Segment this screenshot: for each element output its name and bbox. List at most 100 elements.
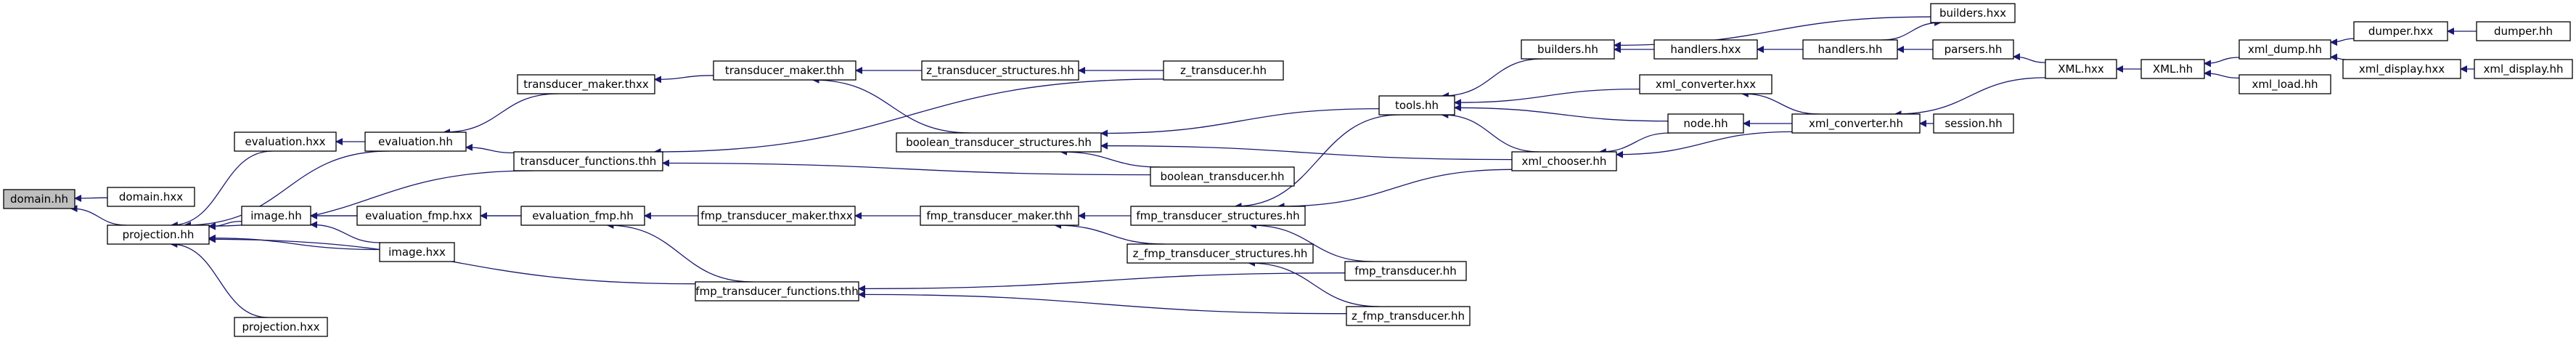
edge-image-hh-to-projection-hh	[208, 220, 242, 230]
edge-xml-load-hh-to-XML-hh	[2204, 69, 2240, 79]
node-fmp-transducer-functions-thh[interactable]: fmp_transducer_functions.thh	[695, 281, 859, 301]
node-label: xml_load.hh	[2252, 78, 2318, 92]
node-box	[3, 189, 75, 209]
edge-transducer-maker-thxx-to-evaluation-hh	[443, 93, 558, 136]
node-xml-chooser-hh[interactable]: xml_chooser.hh	[1511, 151, 1617, 171]
node-projection-hxx[interactable]: projection.hxx	[234, 317, 328, 337]
node-fmp-transducer-structures-hh[interactable]: fmp_transducer_structures.hh	[1130, 206, 1306, 226]
node-label: xml_chooser.hh	[1522, 155, 1607, 169]
node-z-transducer-structures-hh[interactable]: z_transducer_structures.hh	[921, 60, 1079, 81]
node-node-hh[interactable]: node.hh	[1667, 113, 1744, 134]
node-evaluation-hxx[interactable]: evaluation.hxx	[234, 131, 337, 152]
edge-xml-chooser-hh-to-tools-hh	[1441, 111, 1540, 153]
node-box	[1802, 39, 1898, 60]
node-fmp-transducer-maker-thh[interactable]: fmp_transducer_maker.thh	[920, 206, 1079, 226]
node-dumper-hh[interactable]: dumper.hh	[2476, 21, 2571, 41]
node-dumper-hxx[interactable]: dumper.hxx	[2353, 21, 2448, 41]
edge-z-fmp-transducer-hh-to-z-fmp-transducer-structures-hh	[1248, 259, 1380, 307]
node-box	[695, 281, 859, 301]
node-builders-hh[interactable]: builders.hh	[1521, 39, 1615, 60]
node-box	[517, 74, 655, 94]
edge-z-fmp-transducer-hh-to-fmp-transducer-functions-thh	[858, 291, 1347, 315]
node-xml-display-hh[interactable]: xml_display.hh	[2474, 59, 2573, 79]
node-label: node.hh	[1683, 117, 1727, 130]
node-xml-display-hxx[interactable]: xml_display.hxx	[2342, 59, 2461, 79]
node-transducer-functions-thh[interactable]: transducer_functions.thh	[513, 151, 663, 171]
edge-tools-hh-to-boolean-transducer-structures-hh	[1100, 108, 1380, 137]
node-domain-hh[interactable]: domain.hh	[3, 189, 75, 209]
node-session-hh[interactable]: session.hh	[1933, 113, 2014, 134]
node-box	[2474, 59, 2573, 79]
node-xml-dump-hh[interactable]: xml_dump.hh	[2238, 39, 2331, 60]
node-box	[2342, 59, 2461, 79]
edge-boolean-transducer-structures-hh-to-transducer-maker-thh	[811, 76, 971, 134]
node-box	[1791, 113, 1921, 134]
node-box	[234, 131, 337, 152]
node-box	[520, 206, 645, 226]
node-image-hxx[interactable]: image.hxx	[379, 242, 455, 262]
node-builders-hxx[interactable]: builders.hxx	[1930, 3, 2016, 23]
node-projection-hh[interactable]: projection.hh	[107, 224, 210, 245]
node-XML-hh[interactable]: XML.hh	[2140, 59, 2205, 79]
edge-projection-hxx-to-projection-hh	[170, 240, 269, 318]
edge-node-hh-to-tools-hh	[1454, 104, 1669, 122]
nodes: domain.hh domain.hxx projection.hh projecti…	[3, 3, 2573, 337]
node-box	[1521, 39, 1615, 60]
node-label: parsers.hh	[1945, 43, 2003, 56]
node-label: transducer_functions.thh	[520, 155, 657, 169]
node-fmp-transducer-maker-thxx[interactable]: fmp_transducer_maker.thxx	[698, 206, 856, 226]
node-handlers-hxx[interactable]: handlers.hxx	[1653, 39, 1758, 60]
node-label: builders.hxx	[1939, 7, 2006, 20]
node-domain-hxx[interactable]: domain.hxx	[107, 187, 195, 207]
node-xml-converter-hh[interactable]: xml_converter.hh	[1791, 113, 1921, 134]
node-xml-converter-hxx[interactable]: xml_converter.hxx	[1639, 74, 1772, 94]
node-label: tools.hh	[1395, 99, 1439, 112]
node-box	[2476, 21, 2571, 41]
node-box	[107, 224, 210, 245]
node-box	[1344, 261, 1467, 281]
node-evaluation-hh[interactable]: evaluation.hh	[364, 131, 467, 152]
node-label: builders.hh	[1537, 43, 1598, 56]
node-box	[713, 60, 856, 81]
edge-image-hxx-to-image-hh	[310, 221, 381, 243]
edge-XML-hxx-to-parsers-hh	[2013, 53, 2046, 63]
node-z-transducer-hh[interactable]: z_transducer.hh	[1163, 60, 1284, 81]
edge-xml-chooser-hh-to-fmp-transducer-structures-hh	[1277, 169, 1513, 210]
node-label: z_transducer.hh	[1180, 64, 1267, 78]
node-XML-hxx[interactable]: XML.hxx	[2045, 59, 2117, 79]
node-evaluation-fmp-hh[interactable]: evaluation_fmp.hh	[520, 206, 645, 226]
node-boolean-transducer-structures-hh[interactable]: boolean_transducer_structures.hh	[896, 132, 1102, 153]
node-box	[1933, 113, 2014, 134]
edge-projection-hh-to-domain-hh	[70, 205, 127, 226]
node-parsers-hh[interactable]: parsers.hh	[1932, 39, 2014, 60]
node-box	[2238, 74, 2331, 94]
edge-image-hxx-to-projection-hh	[208, 234, 380, 251]
node-label: xml_display.hh	[2483, 62, 2563, 76]
node-box	[1150, 166, 1295, 187]
node-evaluation-fmp-hxx[interactable]: evaluation_fmp.hxx	[356, 206, 481, 226]
node-transducer-maker-thh[interactable]: transducer_maker.thh	[713, 60, 856, 81]
node-label: z_fmp_transducer_structures.hh	[1133, 247, 1308, 261]
node-z-fmp-transducer-hh[interactable]: z_fmp_transducer.hh	[1346, 306, 1471, 326]
node-image-hh[interactable]: image.hh	[241, 206, 311, 226]
node-label: XML.hh	[2153, 62, 2193, 76]
edge-xml-converter-hh-to-xml-chooser-hh	[1616, 131, 1793, 158]
node-label: transducer_maker.thh	[725, 64, 844, 78]
node-box	[1511, 151, 1617, 171]
node-handlers-hh[interactable]: handlers.hh	[1802, 39, 1898, 60]
node-transducer-maker-thxx[interactable]: transducer_maker.thxx	[517, 74, 655, 94]
node-label: domain.hh	[10, 193, 68, 206]
node-fmp-transducer-hh[interactable]: fmp_transducer.hh	[1344, 261, 1467, 281]
node-z-fmp-transducer-structures-hh[interactable]: z_fmp_transducer_structures.hh	[1127, 243, 1314, 264]
node-label: evaluation.hh	[378, 135, 453, 148]
node-label: z_fmp_transducer.hh	[1352, 309, 1465, 323]
node-tools-hh[interactable]: tools.hh	[1378, 95, 1455, 116]
node-xml-load-hh[interactable]: xml_load.hh	[2238, 74, 2331, 94]
node-label: fmp_transducer_maker.thxx	[700, 209, 853, 223]
node-label: z_transducer_structures.hh	[926, 64, 1074, 78]
edge-tools-hh-to-fmp-transducer-structures-hh	[1234, 114, 1400, 210]
edge-dumper-hxx-to-xml-dump-hh	[2330, 38, 2355, 46]
node-boolean-transducer-hh[interactable]: boolean_transducer.hh	[1150, 166, 1295, 187]
node-label: domain.hxx	[119, 190, 183, 203]
